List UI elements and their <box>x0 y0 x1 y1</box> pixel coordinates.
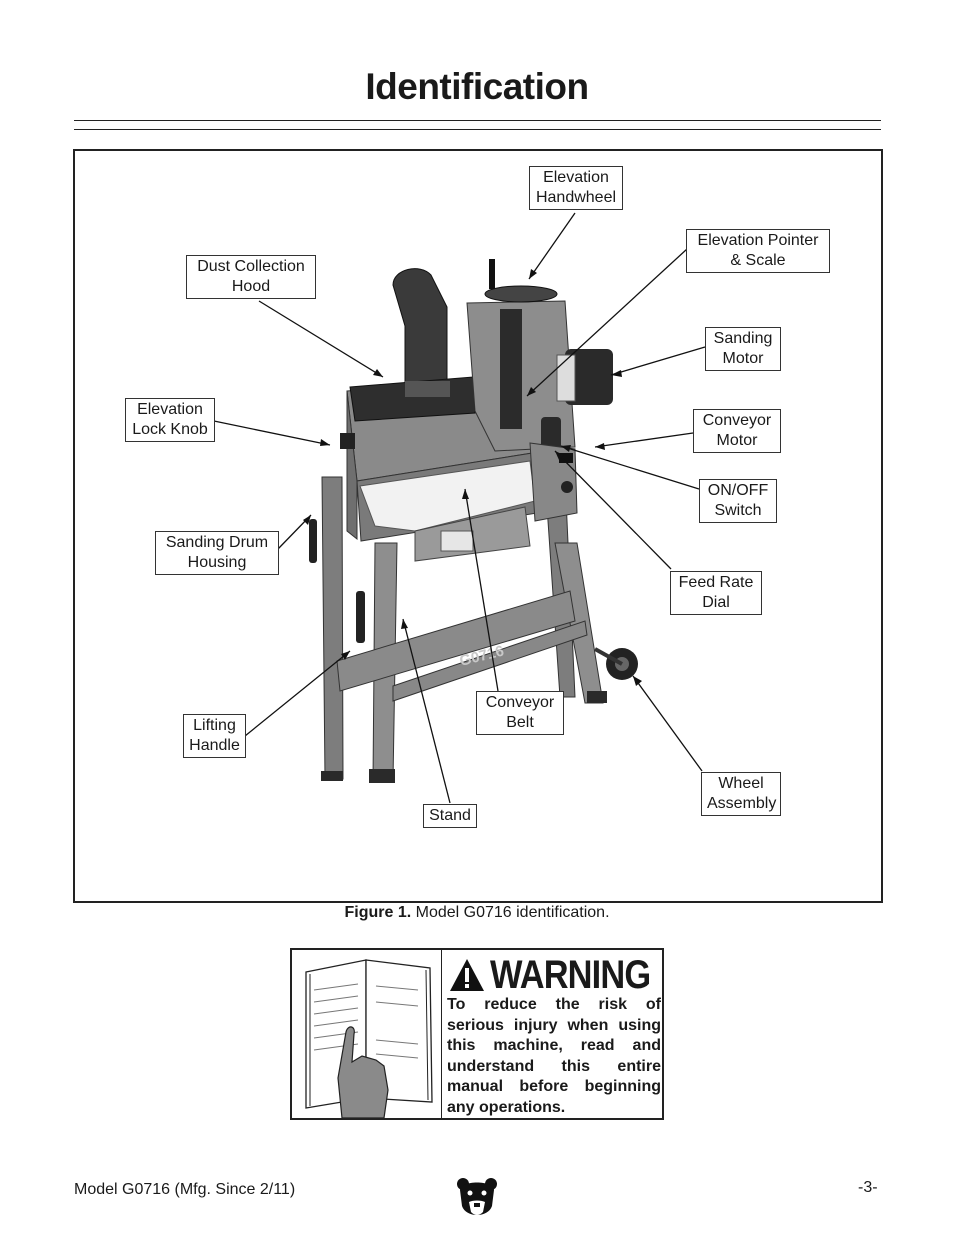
figure-frame: G0716 <box>73 149 883 903</box>
callout-elevation-handwheel-text: Elevation Handwheel <box>535 169 617 206</box>
dust-hood-graphic <box>349 268 476 422</box>
footer-page-number: -3- <box>858 1179 878 1196</box>
figure-caption: Figure 1. Model G0716 identification. <box>0 904 954 922</box>
callout-sanding-drum-housing-text: Sanding Drum Housing <box>165 534 269 571</box>
page-title: Identification <box>365 66 589 107</box>
header-rule-bottom <box>74 129 881 130</box>
bear-logo-icon <box>457 1178 497 1215</box>
elevation-column-graphic <box>466 259 576 452</box>
callout-feed-rate-dial: Feed Rate Dial <box>670 571 762 615</box>
callout-sanding-motor-text: Sanding Motor <box>713 330 773 367</box>
callout-conveyor-motor-text: Conveyor Motor <box>702 412 772 449</box>
callout-sanding-motor: Sanding Motor <box>705 327 781 371</box>
conveyor-belt-graphic <box>359 460 536 532</box>
callout-on-off-switch: ON/OFF Switch <box>699 479 777 523</box>
callout-conveyor-motor: Conveyor Motor <box>693 409 781 453</box>
figure-caption-prefix: Figure 1. <box>344 904 412 921</box>
leader-lines <box>213 212 706 804</box>
callout-feed-rate-dial-text: Feed Rate Dial <box>678 574 754 611</box>
callout-elevation-pointer: Elevation Pointer & Scale <box>686 229 830 273</box>
figure-caption-text: Model G0716 identification. <box>411 904 610 921</box>
warning-heading-text: WARNING <box>490 952 651 997</box>
callout-elevation-handwheel: Elevation Handwheel <box>529 166 623 210</box>
callout-conveyor-belt-text: Conveyor Belt <box>485 694 555 731</box>
callout-on-off-switch-text: ON/OFF Switch <box>707 482 769 519</box>
callout-wheel-assembly: Wheel Assembly <box>701 772 781 816</box>
warning-heading: WARNING <box>448 952 676 998</box>
warning-body: To reduce the risk of serious injury whe… <box>447 996 661 1116</box>
machine-illustration: G0716 <box>213 212 706 804</box>
callout-dust-collection-hood: Dust Collection Hood <box>186 255 316 299</box>
callout-sanding-drum-housing: Sanding Drum Housing <box>155 531 279 575</box>
control-box-graphic <box>529 442 578 522</box>
callout-wheel-assembly-text: Wheel Assembly <box>707 775 777 812</box>
sanding-motor-graphic <box>556 349 613 405</box>
callout-conveyor-belt: Conveyor Belt <box>476 691 564 735</box>
stand-graphic: G0716 <box>321 476 607 783</box>
warning-divider <box>441 950 442 1118</box>
callout-elevation-pointer-text: Elevation Pointer & Scale <box>697 232 819 269</box>
leader-arrowheads <box>303 269 642 686</box>
callout-stand: Stand <box>423 804 477 828</box>
callout-dust-collection-hood-text: Dust Collection Hood <box>197 258 305 295</box>
warning-box: WARNING To reduce the risk of serious in… <box>290 948 664 1120</box>
callout-elevation-lock-knob-text: Elevation Lock Knob <box>132 401 208 438</box>
footer-model: Model G0716 (Mfg. Since 2/11) <box>74 1181 296 1198</box>
manual-reading-icon <box>305 959 433 1118</box>
callout-elevation-lock-knob: Elevation Lock Knob <box>125 398 215 442</box>
callout-lifting-handle: Lifting Handle <box>183 714 246 758</box>
header-rule-top <box>74 120 881 121</box>
callout-stand-text: Stand <box>429 807 471 824</box>
lifting-handle-right <box>356 591 365 643</box>
warning-triangle-icon <box>450 959 484 991</box>
callout-lifting-handle-text: Lifting Handle <box>189 717 240 754</box>
lifting-handle-left <box>309 519 317 563</box>
